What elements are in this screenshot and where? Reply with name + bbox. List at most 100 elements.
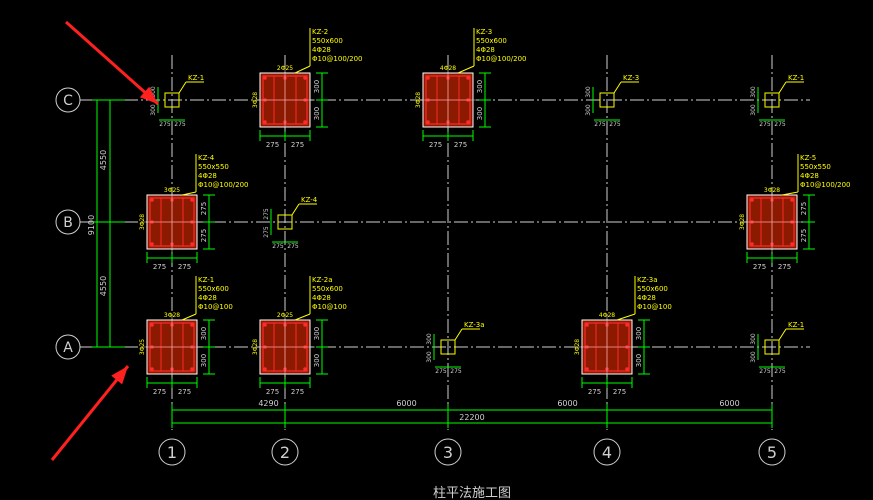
leader-line [781,191,799,196]
axis-bubble [158,438,186,466]
column-bars: 4Φ28 [800,172,819,180]
dim-text: 275 [450,368,462,375]
dim-text: 275 [435,368,447,375]
column-bars: 4Φ28 [198,294,217,302]
dim-text: 300 [313,107,321,120]
dim-text: 300 [750,351,757,363]
axis-label: 1 [167,443,177,462]
dim-text: 275 [774,121,786,128]
rebar-dot [790,198,794,202]
rebar-dot [750,242,754,246]
rebar-label: 4Φ28 [599,312,615,319]
dim-text: 300 [585,104,592,116]
rebar-dot [150,323,154,327]
axis-bubble [271,438,299,466]
column-size: 550x600 [476,37,507,45]
dim-text: 275 [454,141,467,149]
rebar-label: 3Φ28 [739,214,746,230]
dim-text: 300 [150,86,157,98]
column-tag: KZ-1 [788,321,804,329]
dim-text: 275 [759,368,771,375]
red-arrow-head [139,86,158,104]
red-arrow-head [111,366,128,385]
rebar-dot [426,76,430,80]
leader-line [181,313,197,321]
rebar-dot [426,120,430,124]
column-tag: KZ-3 [476,28,492,36]
column-size: 550x600 [312,37,343,45]
axis-bubble [593,438,621,466]
dim-text: 6000 [396,399,416,408]
rebar-dot [466,120,470,124]
dim-text: 300 [750,86,757,98]
column-small [764,339,780,355]
dim-text: 300 [635,354,643,367]
dim-text: 300 [313,80,321,93]
dim-text: 275 [200,229,208,242]
dim-text: 275 [266,141,279,149]
dim-text: 275 [609,121,621,128]
dim-text: 300 [150,104,157,116]
axis-label: 4 [602,443,612,462]
dim-text: 275 [266,388,279,396]
column-bars: 4Φ28 [312,294,331,302]
axis-label: 2 [280,443,290,462]
rebar-dot [150,242,154,246]
column-bars: 4Φ28 [198,172,217,180]
rebar-label: 3Φ25 [139,339,146,355]
column-stirrup: Φ10@100 [312,303,347,311]
axis-bubble [434,438,462,466]
dim-text: 275 [178,388,191,396]
leader-line [778,81,787,94]
dim-text: 275 [153,388,166,396]
leader-line [294,65,311,74]
dim-text: 275 [800,229,808,242]
dim-text: 300 [585,86,592,98]
rebar-dot [466,76,470,80]
rebar-dot [263,323,267,327]
dim-text: 275 [613,388,626,396]
column-tag: KZ-3a [464,321,485,329]
column-size: 550x550 [800,163,831,171]
column-tag: KZ-4 [301,196,318,204]
rebar-label: 3Φ28 [252,339,259,355]
dim-text: 300 [750,333,757,345]
column-size: 550x600 [198,285,229,293]
dim-text: 300 [476,107,484,120]
column-tag: KZ-2 [312,28,328,36]
dim-text: 300 [313,354,321,367]
dim-text: 300 [635,327,643,340]
dim-text: 275 [178,263,191,271]
column-tag: KZ-2a [312,276,333,284]
rebar-dot [625,323,629,327]
dim-text: 300 [476,80,484,93]
red-arrows [50,20,159,461]
column-stirrup: Φ10@100 [637,303,672,311]
column-tag: KZ-1 [788,74,804,82]
rebar-label: 3Φ28 [139,214,146,230]
leader-line [613,81,622,94]
axis-label: A [63,340,73,356]
column-bars: 4Φ28 [476,46,495,54]
rebar-dot [585,367,589,371]
column-bars: 4Φ28 [637,294,656,302]
rebar-label: 3Φ28 [415,92,422,108]
rebar-label: 3Φ28 [764,187,780,194]
dim-text: 300 [200,354,208,367]
rebar-label: 3Φ25 [164,187,180,194]
rebar-dot [303,120,307,124]
rebar-dot [190,242,194,246]
rebar-dot [750,198,754,202]
dim-text: 300 [313,327,321,340]
red-arrow-shaft [65,20,159,106]
rebar-dot [303,76,307,80]
columns [142,28,804,379]
leader-line [616,313,636,321]
axis-label: 5 [767,443,777,462]
axis-label: 3 [443,443,453,462]
leader-line [778,328,787,341]
dim-text: 4550 [99,276,108,296]
dim-text: 300 [426,351,433,363]
